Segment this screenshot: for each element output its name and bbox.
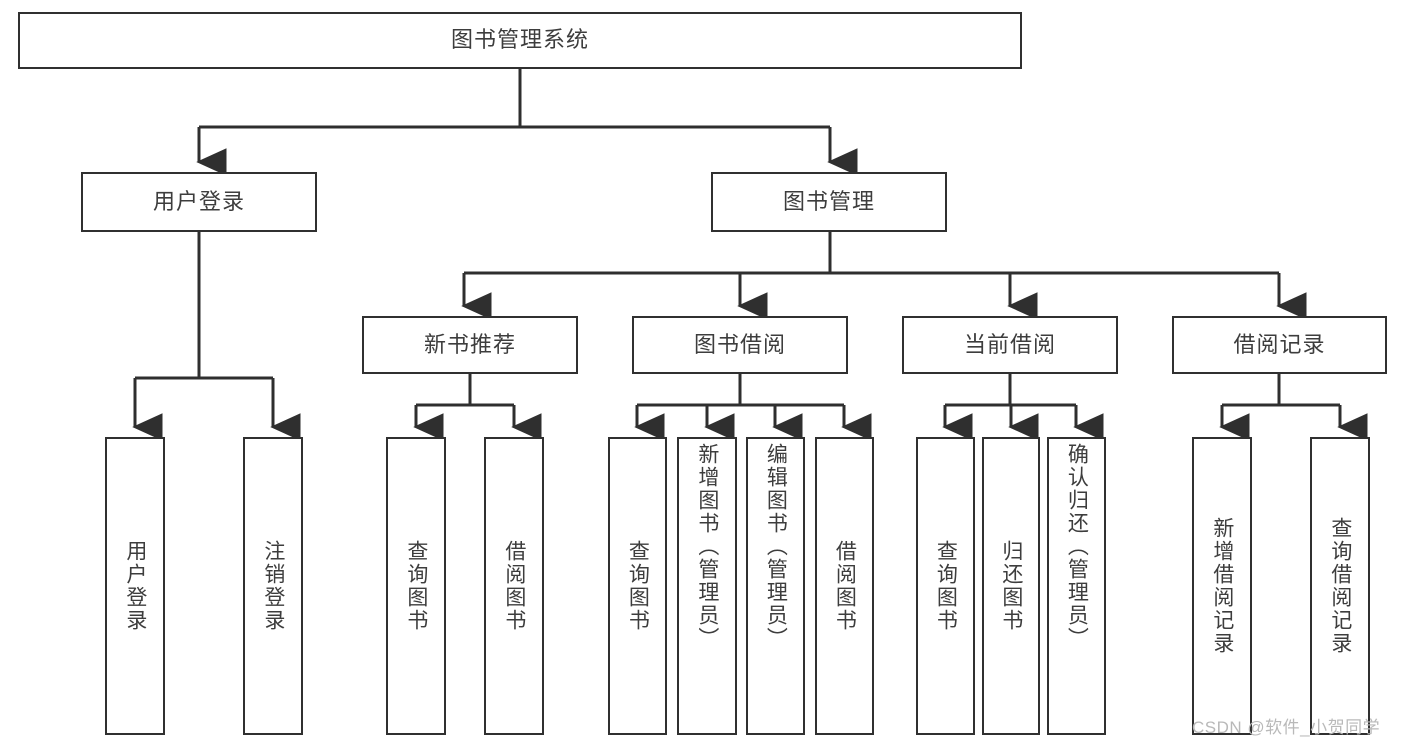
leaf-borrow-book[interactable]: 借阅图书 [815, 437, 874, 735]
node-user-login-label: 用户登录 [152, 188, 245, 214]
node-book-management[interactable]: 图书管理 [711, 172, 947, 232]
leaf-query-borrow-record-label: 查询借阅记录 [1328, 517, 1352, 655]
leaf-return-book[interactable]: 归还图书 [982, 437, 1040, 735]
node-new-book-recommend[interactable]: 新书推荐 [362, 316, 578, 374]
leaf-borrow-book-recommend[interactable]: 借阅图书 [484, 437, 544, 735]
node-current-borrow-label: 当前借阅 [963, 331, 1056, 357]
leaf-confirm-return-admin[interactable]: 确认归还（管理员） [1047, 437, 1106, 735]
leaf-return-book-label: 归还图书 [999, 540, 1023, 632]
leaf-query-book-borrow-label: 查询图书 [626, 540, 650, 632]
leaf-add-borrow-record-label: 新增借阅记录 [1210, 517, 1234, 655]
leaf-user-login[interactable]: 用户登录 [105, 437, 165, 735]
leaf-edit-book-admin[interactable]: 编辑图书（管理员） [746, 437, 805, 735]
node-current-borrow[interactable]: 当前借阅 [902, 316, 1118, 374]
node-book-borrow[interactable]: 图书借阅 [632, 316, 848, 374]
leaf-user-login-label: 用户登录 [123, 540, 147, 632]
leaf-confirm-return-admin-label: 确认归还（管理员） [1065, 443, 1089, 650]
leaf-user-logout-label: 注销登录 [261, 540, 285, 632]
leaf-query-book-recommend-label: 查询图书 [404, 540, 428, 632]
node-new-book-recommend-label: 新书推荐 [423, 331, 516, 357]
leaf-add-borrow-record[interactable]: 新增借阅记录 [1192, 437, 1252, 735]
node-book-borrow-label: 图书借阅 [693, 331, 786, 357]
node-borrow-record-label: 借阅记录 [1233, 331, 1326, 357]
leaf-user-logout[interactable]: 注销登录 [243, 437, 303, 735]
leaf-query-book-recommend[interactable]: 查询图书 [386, 437, 446, 735]
node-root[interactable]: 图书管理系统 [18, 12, 1022, 69]
node-root-label: 图书管理系统 [450, 27, 589, 53]
node-borrow-record[interactable]: 借阅记录 [1172, 316, 1387, 374]
node-user-login[interactable]: 用户登录 [81, 172, 317, 232]
leaf-add-book-admin[interactable]: 新增图书（管理员） [677, 437, 737, 735]
leaf-borrow-book-recommend-label: 借阅图书 [502, 540, 526, 632]
node-book-management-label: 图书管理 [782, 188, 875, 214]
leaf-add-book-admin-label: 新增图书（管理员） [695, 443, 719, 650]
leaf-query-borrow-record[interactable]: 查询借阅记录 [1310, 437, 1370, 735]
leaf-query-book-current[interactable]: 查询图书 [916, 437, 975, 735]
leaf-query-book-current-label: 查询图书 [934, 540, 958, 632]
leaf-edit-book-admin-label: 编辑图书（管理员） [764, 443, 788, 650]
csdn-watermark: CSDN @软件_小贺同学 [1192, 718, 1381, 737]
leaf-query-book-borrow[interactable]: 查询图书 [608, 437, 667, 735]
leaf-borrow-book-label: 借阅图书 [833, 540, 857, 632]
